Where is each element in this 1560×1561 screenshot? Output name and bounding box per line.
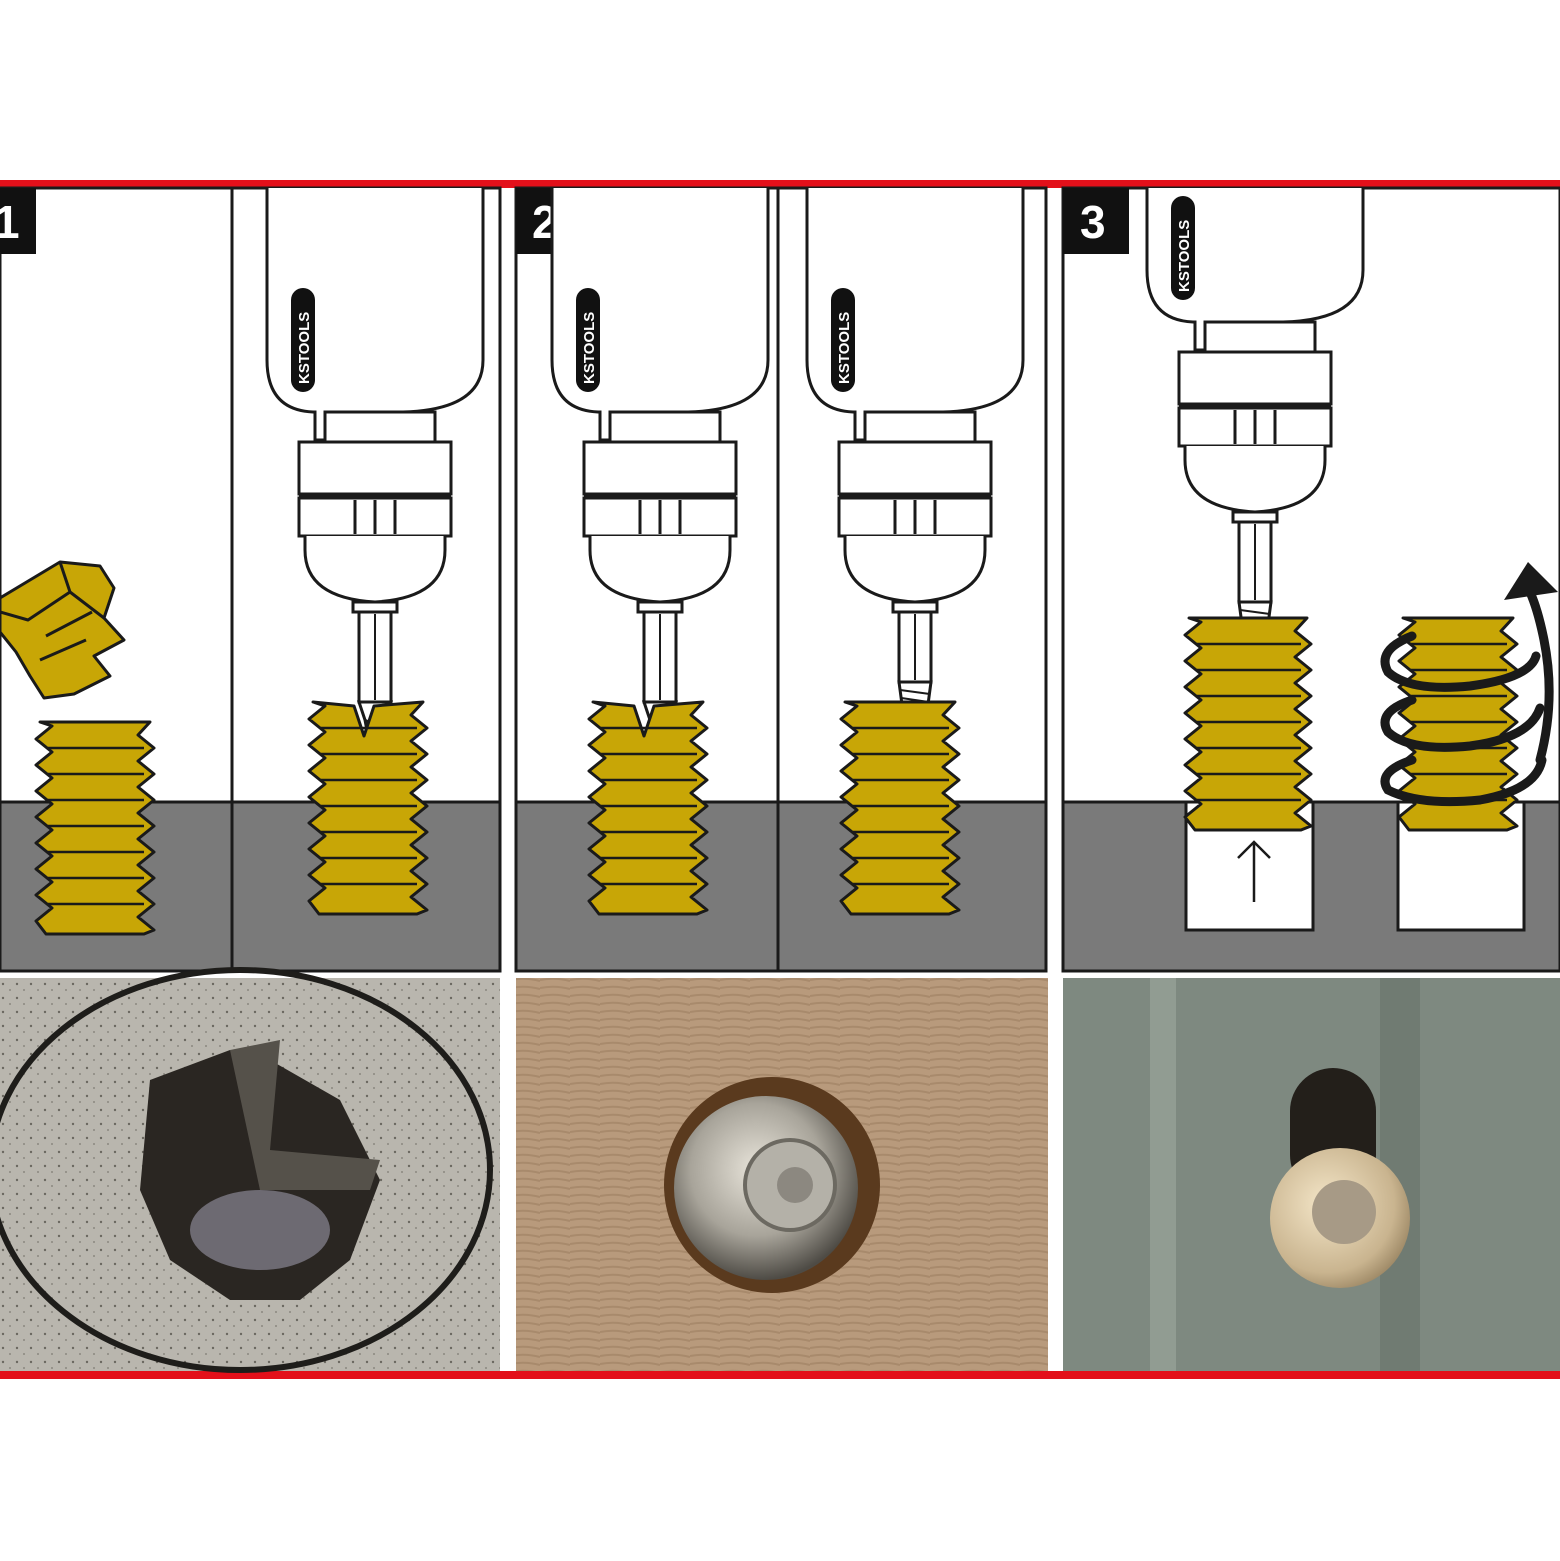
material-ground [0, 800, 1560, 973]
drill-step2a-collar [608, 410, 722, 444]
photo-during-extraction [516, 978, 1048, 1371]
drill-step3-brand-logo: KSTOOLS [1171, 196, 1195, 300]
drill-step1-chuck-ring [297, 440, 453, 496]
rotation-arrow-head [1504, 562, 1558, 600]
up-arrow [1237, 840, 1271, 902]
drill-step2b-chuck-band [839, 494, 991, 498]
screw-step1a-shank [34, 720, 156, 936]
step-3-number: 3 [1080, 196, 1106, 248]
photo-before-extraction [0, 967, 500, 1373]
drill-step1-brand-logo: KSTOOLS [291, 288, 315, 392]
drill-step2b-extractor-thread [900, 689, 930, 695]
screw-step3a [1183, 616, 1313, 832]
broken-screw-head [0, 560, 126, 700]
step-1-number: 1 [0, 196, 20, 248]
screw-step3a-shank [1183, 616, 1313, 832]
screw-step1a [34, 720, 156, 936]
drills-layer: KSTOOLS KSTOOLS KSTOOLS KSTOOLS [265, 188, 1365, 754]
drill-step2a-chuck-ring [582, 440, 738, 496]
drill-step3-collar [1203, 320, 1317, 354]
rotation-arrows [1380, 587, 1554, 807]
drill-step1-brand-text: KSTOOLS [296, 312, 313, 384]
drill-step2a-brand-logo: KSTOOLS [576, 288, 600, 392]
drill-step1-chuck-band [299, 494, 451, 498]
drill-step2b-brand-pill [831, 288, 855, 392]
drill-step3-chuck-band [1179, 404, 1331, 408]
drill-step3-extractor-thread [1240, 609, 1270, 615]
drill-step2a-brand-pill [576, 288, 600, 392]
frame-bottom-border [0, 1371, 1560, 1379]
photo-after-extraction [1063, 978, 1560, 1371]
drill-step1-brand-pill [291, 288, 315, 392]
drill-step3: KSTOOLS [1145, 188, 1365, 664]
frame-top-border [0, 180, 1560, 188]
drill-step2a: KSTOOLS [550, 188, 770, 754]
screw-step1b [307, 700, 429, 916]
drill-step1: KSTOOLS [265, 188, 485, 754]
screw-step2b-shank [839, 700, 961, 916]
screw-step2a [587, 700, 709, 916]
drill-step2a-chuck-band [584, 494, 736, 498]
drill-step3-brand-text: KSTOOLS [1176, 220, 1193, 292]
screws-layer [34, 616, 1519, 936]
drill-step2b-collar [863, 410, 977, 444]
drill-step2b-brand-logo: KSTOOLS [831, 288, 855, 392]
drill-step2b-brand-text: KSTOOLS [836, 312, 853, 384]
step-3-badge: 3 [1063, 188, 1129, 254]
screw-step2a-shank [587, 700, 709, 916]
drill-step3-brand-pill [1171, 196, 1195, 300]
step-1-badge: 1 [0, 188, 36, 254]
drill-step2a-brand-text: KSTOOLS [581, 312, 598, 384]
screw-step1b-shank [307, 700, 429, 916]
drill-step1-collar [323, 410, 437, 444]
drill-step3-chuck-ring [1177, 350, 1333, 406]
drill-step2b-chuck-ring [837, 440, 993, 496]
screw-step2b [839, 700, 961, 916]
